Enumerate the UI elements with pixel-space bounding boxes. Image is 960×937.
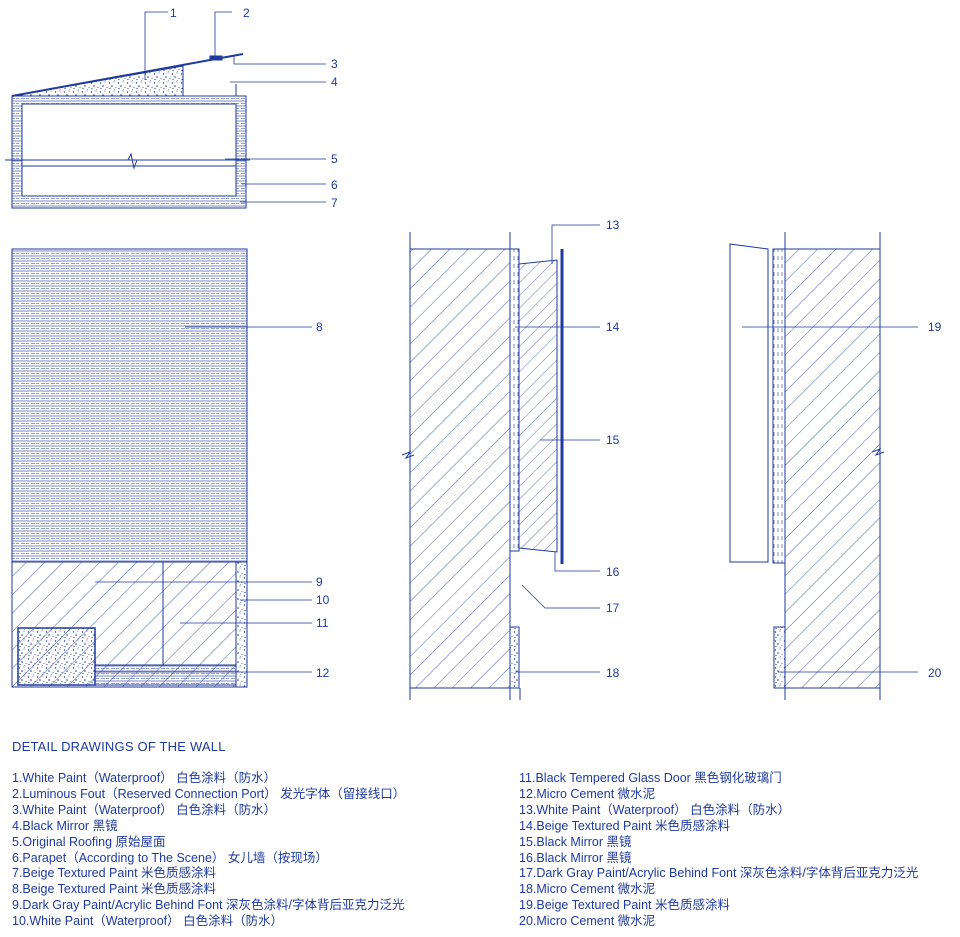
callout-5: 5 <box>331 152 338 166</box>
legend-item: 15.Black Mirror 黑镜 <box>519 834 632 849</box>
wall-detail-drawing: 1 2 3 4 5 6 7 8 9 10 11 12 13 14 15 16 1… <box>5 6 942 700</box>
legend-item: 19.Beige Textured Paint 米色质感涂料 <box>519 898 730 913</box>
legend-item: 4.Black Mirror 黑镜 <box>12 818 118 833</box>
legend-item: 16.Black Mirror 黑镜 <box>519 850 632 865</box>
callout-4: 4 <box>331 75 338 89</box>
callout-19: 19 <box>928 320 942 334</box>
callout-20: 20 <box>928 666 942 680</box>
legend-item: 20.Micro Cement 微水泥 <box>519 914 656 929</box>
leader-lines <box>95 11 918 673</box>
parapet-section <box>5 53 250 209</box>
callout-1: 1 <box>170 6 177 20</box>
wall-section-middle <box>401 232 564 700</box>
legend-left-column: 1.White Paint（Waterproof） 白色涂料（防水） 2.Lum… <box>12 771 405 930</box>
callout-2: 2 <box>243 6 250 20</box>
legend-item: 5.Original Roofing 原始屋面 <box>12 834 166 849</box>
callout-16: 16 <box>606 565 620 579</box>
legend-item: 3.White Paint（Waterproof） 白色涂料（防水） <box>12 802 277 817</box>
legend-item: 1.White Paint（Waterproof） 白色涂料（防水） <box>12 771 277 785</box>
legend-item: 6.Parapet（According to The Scene） 女儿墙（按现… <box>12 850 328 865</box>
legend-item: 18.Micro Cement 微水泥 <box>519 882 656 897</box>
callout-6: 6 <box>331 178 338 192</box>
callout-7: 7 <box>331 196 338 210</box>
wall-section-right <box>729 232 885 700</box>
legend-item: 8.Beige Textured Paint 米色质感涂料 <box>12 882 217 897</box>
legend-item: 12.Micro Cement 微水泥 <box>519 786 656 801</box>
callout-17: 17 <box>606 601 620 615</box>
legend-item: 10.White Paint（Waterproof） 白色涂料（防水） <box>12 914 284 929</box>
callout-3: 3 <box>331 57 338 71</box>
legend-item: 17.Dark Gray Paint/Acrylic Behind Font 深… <box>519 866 919 881</box>
legend-item: 7.Beige Textured Paint 米色质感涂料 <box>12 866 217 881</box>
callout-11: 11 <box>316 616 329 630</box>
legend-right-column: 11.Black Tempered Glass Door 黑色钢化玻璃门 12.… <box>519 771 918 930</box>
legend-item: 14.Beige Textured Paint 米色质感涂料 <box>519 818 730 833</box>
drawing-title: DETAIL DRAWINGS OF THE WALL <box>12 739 226 754</box>
callout-10: 10 <box>316 593 330 607</box>
legend-item: 2.Luminous Fout（Reserved Connection Port… <box>12 786 406 801</box>
callout-12: 12 <box>316 666 330 680</box>
legend-item: 11.Black Tempered Glass Door 黑色钢化玻璃门 <box>519 771 782 785</box>
callout-15: 15 <box>606 433 620 447</box>
callout-8: 8 <box>316 320 323 334</box>
callout-18: 18 <box>606 666 620 680</box>
legend-item: 9.Dark Gray Paint/Acrylic Behind Font 深灰… <box>12 898 405 913</box>
callout-13: 13 <box>606 218 620 232</box>
wall-elevation <box>11 248 248 688</box>
legend-item: 13.White Paint（Waterproof） 白色涂料（防水） <box>519 802 791 817</box>
callout-numbers: 1 2 3 4 5 6 7 8 9 10 11 12 13 14 15 16 1… <box>170 6 942 680</box>
callout-14: 14 <box>606 320 620 334</box>
callout-9: 9 <box>316 575 323 589</box>
